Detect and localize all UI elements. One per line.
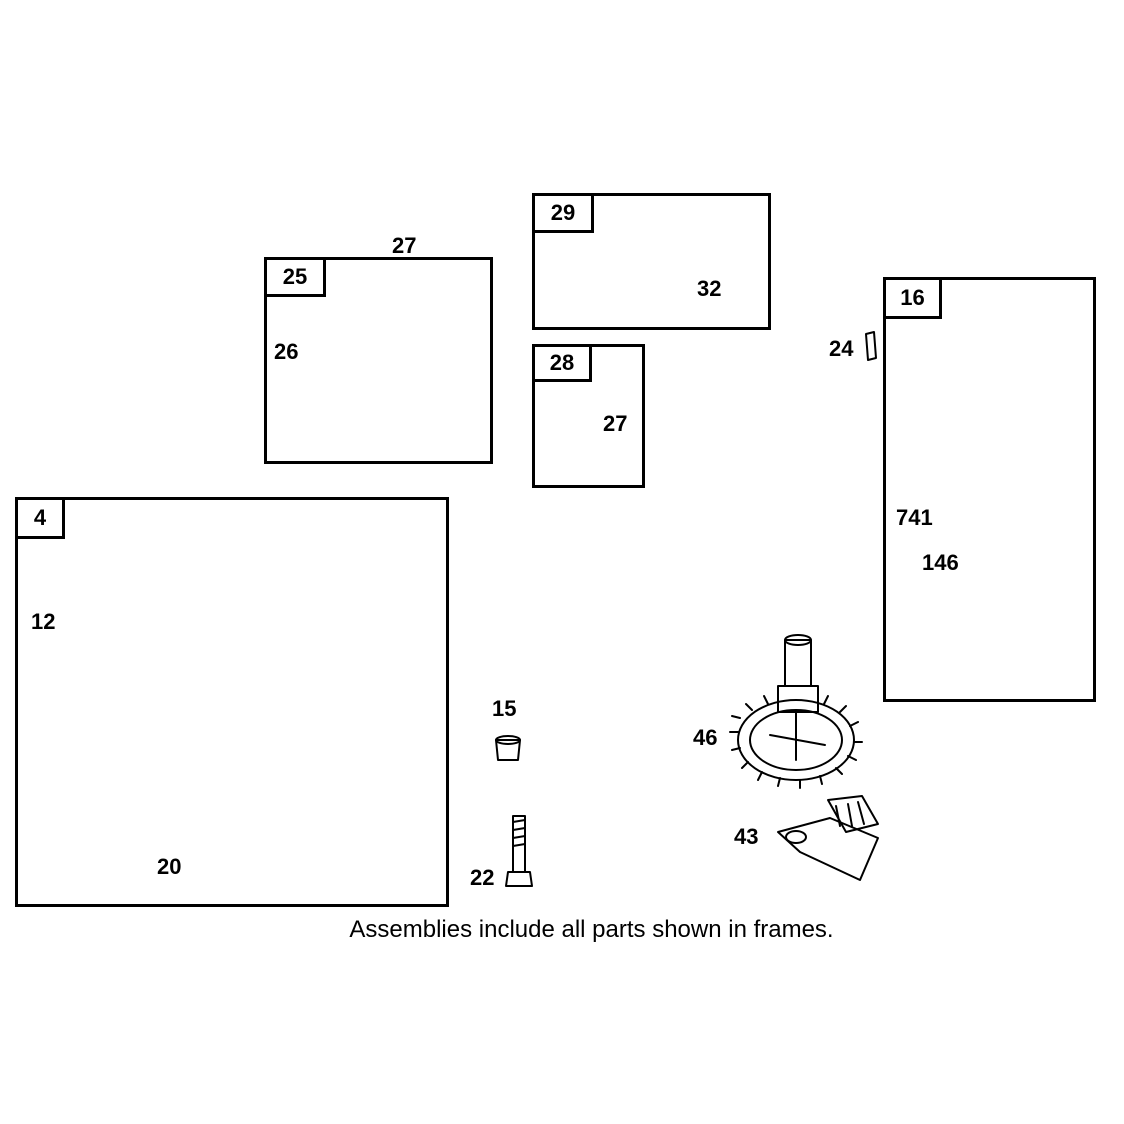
callout-43-governor: 43	[734, 824, 759, 849]
callout-26-rings: 26	[274, 339, 299, 364]
callout-27-retainer: 27	[603, 411, 628, 436]
frame-number-25: 25	[264, 257, 326, 297]
frame-number-4: 4	[15, 497, 65, 539]
assembly-frame-25: 25	[264, 257, 493, 464]
callout-146: 146	[922, 550, 959, 575]
callout-24-key: 24	[829, 336, 854, 361]
frame-number-29: 29	[532, 193, 594, 233]
callout-27-clip: 27	[392, 233, 417, 258]
bolt-drawing	[505, 815, 533, 887]
callout-15-plug: 15	[492, 696, 517, 721]
assembly-frame-16: 16	[883, 277, 1096, 702]
drain-plug-drawing	[495, 735, 521, 761]
callout-741: 741	[896, 505, 933, 530]
frame-number-16: 16	[883, 277, 942, 319]
callout-32-bolt: 32	[697, 276, 722, 301]
assembly-frame-28: 28	[532, 344, 645, 488]
callout-46-cam-gear: 46	[693, 725, 718, 750]
callout-20-seal: 20	[157, 854, 182, 879]
assembly-frame-4: 4	[15, 497, 449, 907]
governor-drawing	[777, 795, 879, 881]
callout-12-gasket: 12	[31, 609, 56, 634]
assembly-frame-29: 29	[532, 193, 771, 330]
diagram-caption: Assemblies include all parts shown in fr…	[349, 916, 834, 943]
frame-number-28: 28	[532, 344, 592, 382]
cam-gear-drawing	[729, 634, 863, 789]
callout-22-bolt: 22	[470, 865, 495, 890]
